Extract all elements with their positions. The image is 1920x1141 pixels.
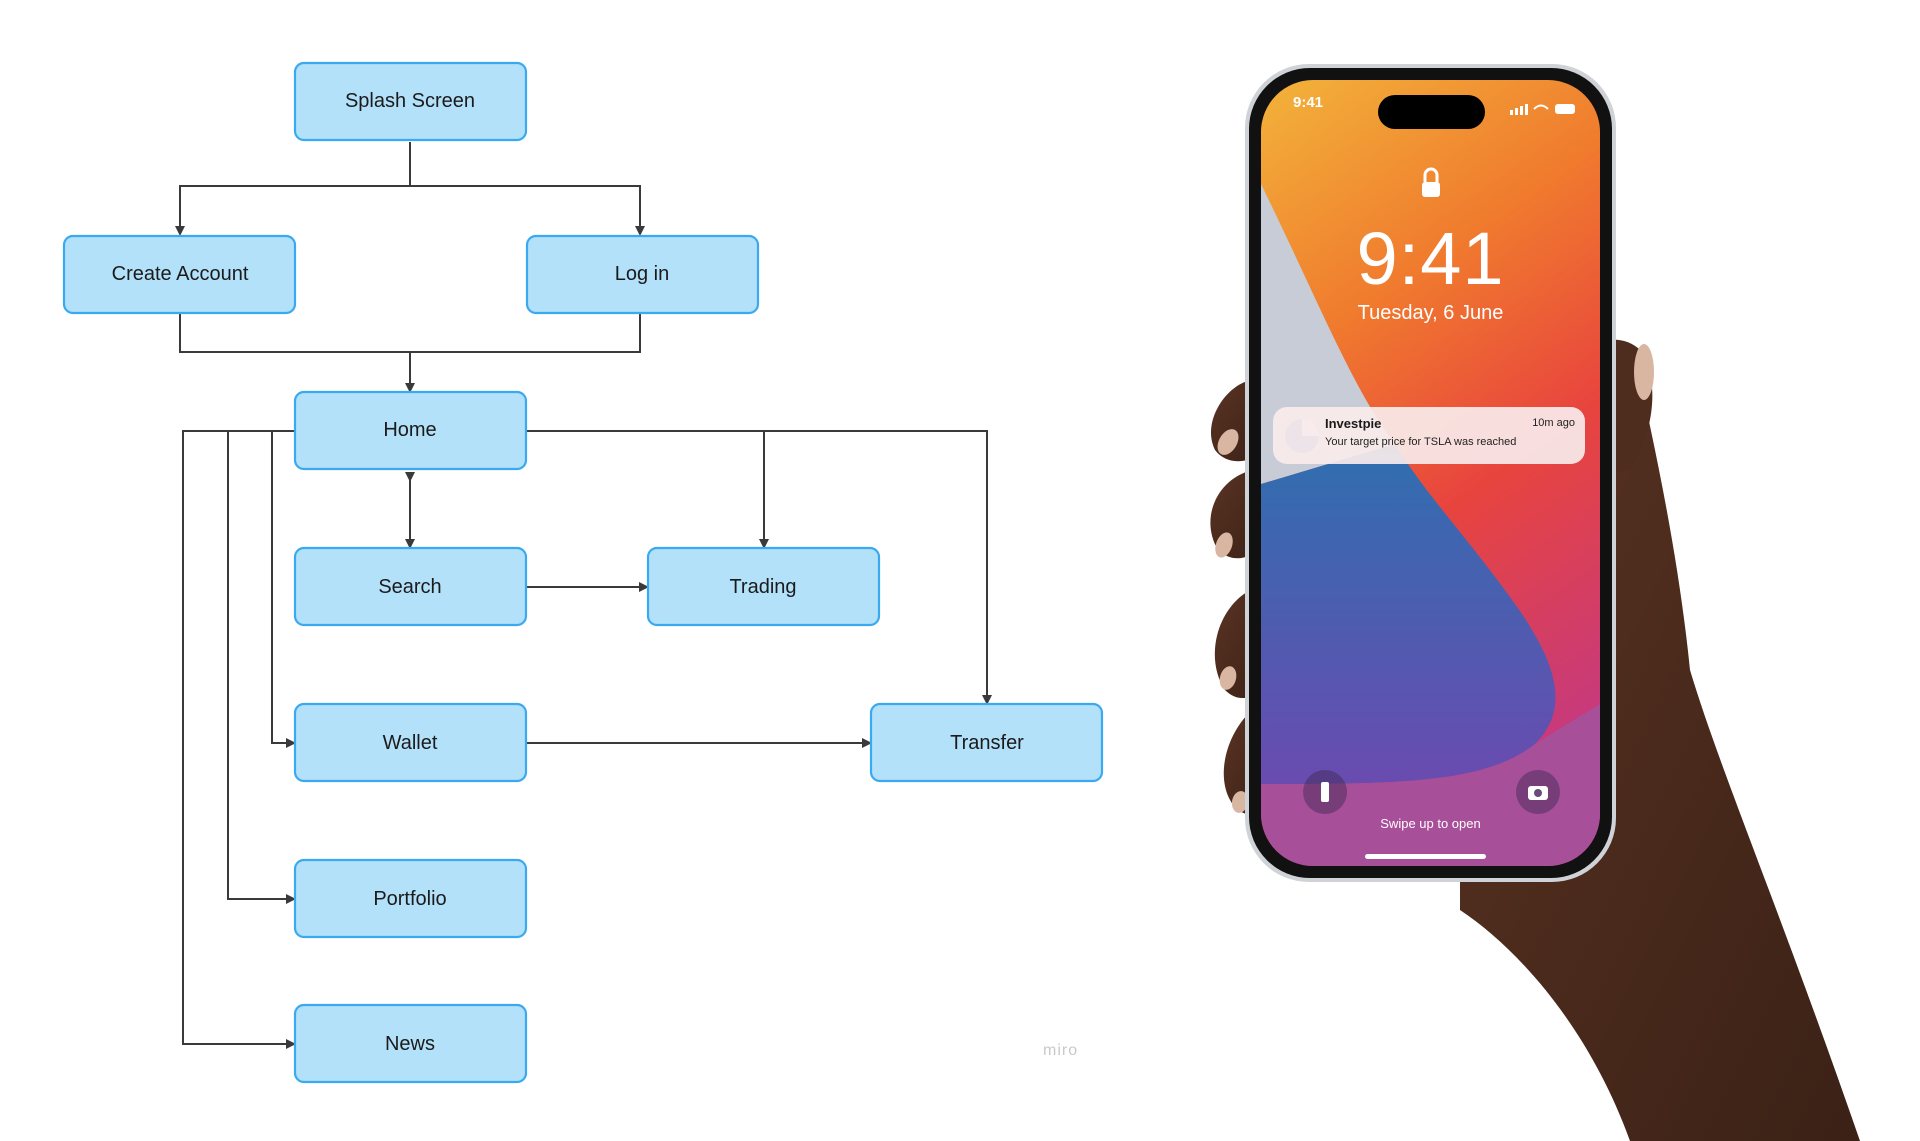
node-label: Transfer bbox=[950, 732, 1024, 754]
connector-home-transfer bbox=[764, 430, 992, 705]
connector-home-news bbox=[182, 430, 296, 1049]
node-search: Search bbox=[293, 546, 528, 627]
node-transfer: Transfer bbox=[869, 702, 1104, 783]
lock-screen-time: 9:41 bbox=[1356, 217, 1505, 300]
phone-frame bbox=[1245, 64, 1616, 882]
node-news: News bbox=[293, 1003, 528, 1084]
swipe-up-hint: Swipe up to open bbox=[1380, 816, 1481, 831]
node-label: Search bbox=[378, 576, 441, 598]
node-label: Create Account bbox=[112, 263, 249, 285]
node-label: Splash Screen bbox=[345, 90, 475, 112]
node-label: Portfolio bbox=[373, 888, 446, 910]
node-label: Log in bbox=[615, 263, 670, 285]
status-bar-time: 9:41 bbox=[1293, 94, 1324, 111]
node-label: News bbox=[385, 1033, 435, 1055]
lock-screen-date: Tuesday, 6 June bbox=[1357, 302, 1504, 324]
node-splash-screen: Splash Screen bbox=[293, 61, 528, 142]
connector-home-trading bbox=[526, 430, 769, 549]
node-home: Home bbox=[293, 390, 528, 471]
connector-login-home bbox=[405, 314, 641, 393]
connector-splash-login bbox=[410, 185, 645, 236]
connector-splash-create bbox=[175, 142, 411, 236]
node-label: Wallet bbox=[383, 732, 438, 754]
node-wallet: Wallet bbox=[293, 702, 528, 783]
miro-watermark: miro bbox=[1043, 1042, 1079, 1059]
node-label: Home bbox=[383, 419, 436, 441]
connector-home-portfolio bbox=[227, 430, 296, 904]
connector-home-wallet bbox=[271, 426, 302, 748]
notification-app-name: Investpie bbox=[1325, 416, 1382, 431]
phone: 9:41 9:41 Tuesday, 6 June Investpie 10m … bbox=[1245, 64, 1616, 882]
node-portfolio: Portfolio bbox=[293, 858, 528, 939]
phone-in-hand-illustration: 9:41 9:41 Tuesday, 6 June Investpie 10m … bbox=[1160, 50, 1920, 1141]
node-trading: Trading bbox=[646, 546, 881, 627]
flowchart: Splash Screen Create Account Log in Home… bbox=[62, 61, 1104, 1084]
notification-banner[interactable]: Investpie 10m ago Your target price for … bbox=[1273, 407, 1585, 464]
connector-create-home bbox=[179, 314, 410, 353]
node-label: Trading bbox=[729, 576, 796, 598]
node-log-in: Log in bbox=[525, 234, 760, 315]
node-create-account: Create Account bbox=[62, 234, 297, 315]
notification-time: 10m ago bbox=[1532, 417, 1575, 429]
notification-message: Your target price for TSLA was reached bbox=[1325, 436, 1517, 448]
